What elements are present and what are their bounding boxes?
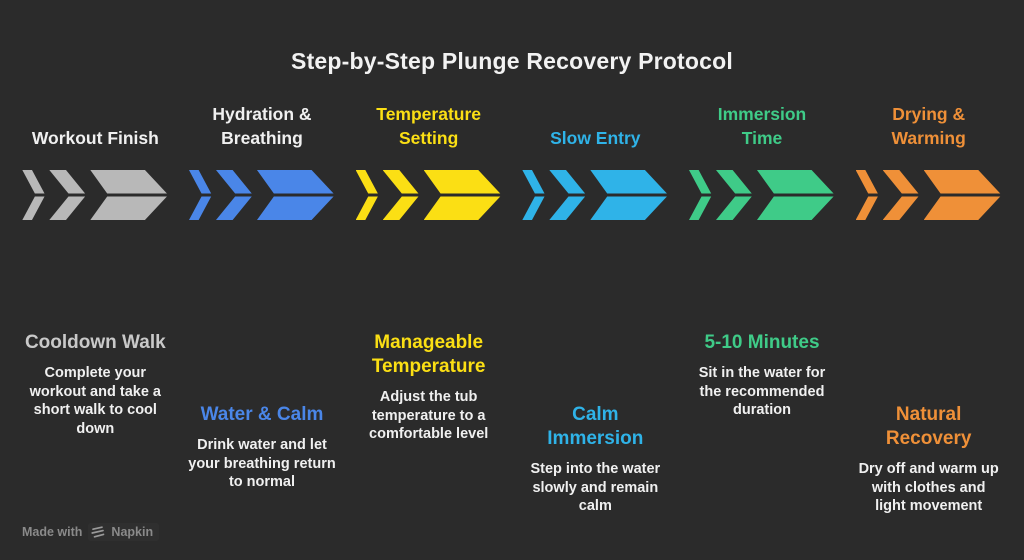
made-with-text: Made with xyxy=(22,525,83,539)
napkin-brand-lockup: Napkin xyxy=(88,523,159,541)
step-detail: Water & Calm Drink water and let your br… xyxy=(188,403,335,492)
chevron-large-icon xyxy=(90,170,169,220)
detail-title: Water & Calm xyxy=(200,404,324,425)
detail-body: Sit in the water for the recommended dur… xyxy=(698,365,826,418)
step-label: Drying & Warming xyxy=(891,104,966,148)
detail-body: Dry off and warm up with clothes and lig… xyxy=(858,461,999,514)
step-column-immersion-time: Immersion Time 5-10 Minutes Sit in the w… xyxy=(679,100,846,516)
detail-body: Step into the water slowly and remain ca… xyxy=(530,461,661,514)
step-column-hydration-breathing: Hydration & Breathing Water & Calm Drink… xyxy=(179,100,346,516)
step-label: Temperature Setting xyxy=(376,104,482,148)
brand-name: Napkin xyxy=(111,525,154,539)
chevron-small-icon xyxy=(522,170,546,220)
step-detail: Cooldown Walk Complete your workout and … xyxy=(25,331,166,438)
chevron-small-icon xyxy=(688,170,712,220)
step-column-slow-entry: Slow Entry Calm Immersion Step into the … xyxy=(512,100,679,516)
chevron-small-icon xyxy=(22,170,46,220)
step-label: Hydration & Breathing xyxy=(212,104,312,148)
detail-body: Drink water and let your breathing retur… xyxy=(188,437,336,490)
chevron-medium-icon xyxy=(49,170,87,220)
chevron-medium-icon xyxy=(215,170,253,220)
chevron-small-icon xyxy=(355,170,379,220)
step-label: Immersion Time xyxy=(717,104,807,148)
chevron-arrow-group xyxy=(22,170,169,220)
chevron-arrow-group xyxy=(522,170,669,220)
step-label: Workout Finish xyxy=(31,128,159,148)
step-column-temperature-setting: Temperature Setting Manageable Temperatu… xyxy=(345,100,512,516)
step-label: Slow Entry xyxy=(550,128,641,148)
chevron-small-icon xyxy=(855,170,879,220)
chevron-medium-icon xyxy=(882,170,920,220)
detail-body: Complete your workout and take a short w… xyxy=(29,365,161,437)
chevron-small-icon xyxy=(188,170,212,220)
detail-title: Natural Recovery xyxy=(885,404,972,449)
step-column-drying-warming: Drying & Warming Natural Recovery Dry of… xyxy=(845,100,1012,516)
chevron-medium-icon xyxy=(549,170,587,220)
chevron-medium-icon xyxy=(715,170,753,220)
step-column-workout-finish: Workout Finish Cooldown Walk Complete yo… xyxy=(12,100,179,516)
step-detail: 5-10 Minutes Sit in the water for the re… xyxy=(699,331,826,420)
detail-body: Adjust the tub temperature to a comforta… xyxy=(369,389,489,442)
detail-title: Cooldown Walk xyxy=(24,332,166,353)
steps-grid: Workout Finish Cooldown Walk Complete yo… xyxy=(12,100,1012,516)
chevron-arrow-group xyxy=(355,170,502,220)
chevron-large-icon xyxy=(756,170,835,220)
step-detail: Manageable Temperature Adjust the tub te… xyxy=(369,331,488,444)
chevron-arrow-group xyxy=(688,170,835,220)
chevron-large-icon xyxy=(423,170,502,220)
chevron-medium-icon xyxy=(382,170,420,220)
chevron-arrow-group xyxy=(188,170,335,220)
chevron-large-icon xyxy=(923,170,1002,220)
chevron-large-icon xyxy=(590,170,669,220)
detail-title: 5-10 Minutes xyxy=(704,332,820,353)
chevron-large-icon xyxy=(256,170,335,220)
napkin-logo-icon xyxy=(91,525,105,538)
detail-title: Calm Immersion xyxy=(547,404,644,449)
chevron-arrow-group xyxy=(855,170,1002,220)
watermark: Made with Napkin xyxy=(22,523,159,541)
step-detail: Calm Immersion Step into the water slowl… xyxy=(530,403,660,516)
step-detail: Natural Recovery Dry off and warm up wit… xyxy=(859,403,999,516)
diagram-title: Step-by-Step Plunge Recovery Protocol xyxy=(291,48,733,74)
detail-title: Manageable Temperature xyxy=(371,332,486,377)
